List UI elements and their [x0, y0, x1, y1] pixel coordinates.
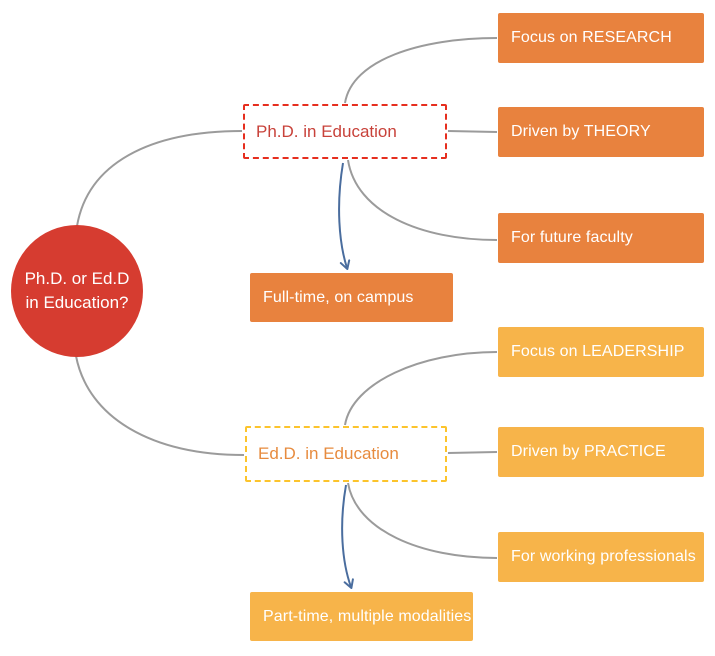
child-node-label: Focus on LEADERSHIP [511, 343, 685, 360]
center-node-label-line1: Ph.D. or Ed.D [24, 269, 130, 289]
child-node-label: Driven by THEORY [511, 123, 651, 140]
child-node-driven-theory[interactable]: Driven by THEORY [498, 107, 704, 157]
child-node-driven-practice[interactable]: Driven by PRACTICE [498, 427, 704, 477]
child-node-label: Driven by PRACTICE [511, 443, 666, 460]
connector-edd-practice [447, 451, 498, 454]
child-node-label: For future faculty [511, 229, 633, 246]
branch-node-edd[interactable]: Ed.D. in Education [245, 426, 447, 482]
connector-center-edd [75, 355, 245, 456]
child-node-future-faculty[interactable]: For future faculty [498, 213, 704, 263]
branch-node-phd[interactable]: Ph.D. in Education [243, 104, 447, 159]
child-node-label: Focus on RESEARCH [511, 29, 672, 46]
arrow-phd-fulltime [338, 162, 351, 271]
note-node-fulltime[interactable]: Full-time, on campus [250, 273, 453, 322]
note-node-label: Full-time, on campus [263, 288, 414, 306]
connector-phd-theory [447, 130, 498, 133]
note-node-parttime[interactable]: Part-time, multiple modalities [250, 592, 473, 641]
connector-phd-research [344, 37, 498, 104]
connector-edd-leadership [344, 351, 498, 426]
connector-phd-faculty [347, 159, 498, 241]
branch-node-phd-label: Ph.D. in Education [256, 121, 397, 141]
child-node-working-professionals[interactable]: For working professionals [498, 532, 704, 582]
center-node-label-line2: in Education? [25, 293, 129, 312]
note-node-label: Part-time, multiple modalities [263, 607, 472, 625]
center-node[interactable]: Ph.D. or Ed.D in Education? [11, 225, 143, 357]
branch-node-edd-label: Ed.D. in Education [258, 444, 399, 463]
connector-edd-professionals [347, 482, 498, 559]
child-node-focus-leadership[interactable]: Focus on LEADERSHIP [498, 327, 704, 377]
child-node-focus-research[interactable]: Focus on RESEARCH [498, 13, 704, 63]
child-node-label: For working professionals [511, 548, 696, 565]
connector-center-phd [76, 130, 243, 227]
arrow-edd-parttime [341, 484, 354, 590]
